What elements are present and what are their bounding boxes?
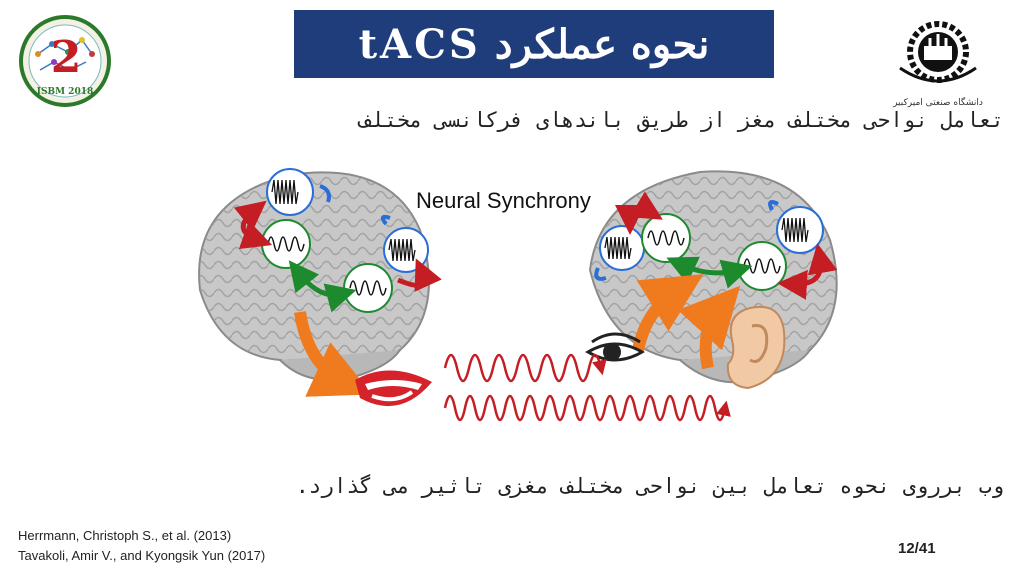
logo-caption: ISBM 2018 [37, 87, 93, 97]
slide-caption: وب برروی نحوه تعامل بین نواحی مختلف مغزی… [295, 474, 1004, 498]
references: Herrmann, Christoph S., et al. (2013) Ta… [18, 526, 265, 566]
reference-item: Herrmann, Christoph S., et al. (2013) [18, 528, 232, 543]
neural-synchrony-figure: Neural Synchrony [198, 168, 838, 422]
eye-icon [585, 332, 645, 362]
amirkabir-university-logo [899, 21, 977, 83]
logo-number: 2 [51, 32, 82, 83]
slide-title-text: نحوه عملکرد tACS [358, 20, 710, 68]
coupling-arrows [233, 184, 838, 313]
isbm-conference-logo: 2 ISBM 2018 [19, 15, 111, 107]
university-name: دانشگاه صنعتی امیرکبیر [893, 98, 983, 108]
ear-icon [726, 305, 786, 390]
slide-subtitle: تعامل نواحی مختلف مغز از طریق باندهای فر… [359, 108, 1004, 132]
slide-title: نحوه عملکرد tACS [294, 10, 774, 78]
mouth-icon [355, 370, 432, 407]
reference-item: Tavakoli, Amir V., and Kyongsik Yun (201… [18, 548, 266, 563]
page-number: 12/41 [898, 540, 936, 557]
signal-waves [443, 353, 731, 422]
sensory-arrows [294, 274, 741, 397]
neural-synchrony-label: Neural Synchrony [416, 188, 591, 213]
